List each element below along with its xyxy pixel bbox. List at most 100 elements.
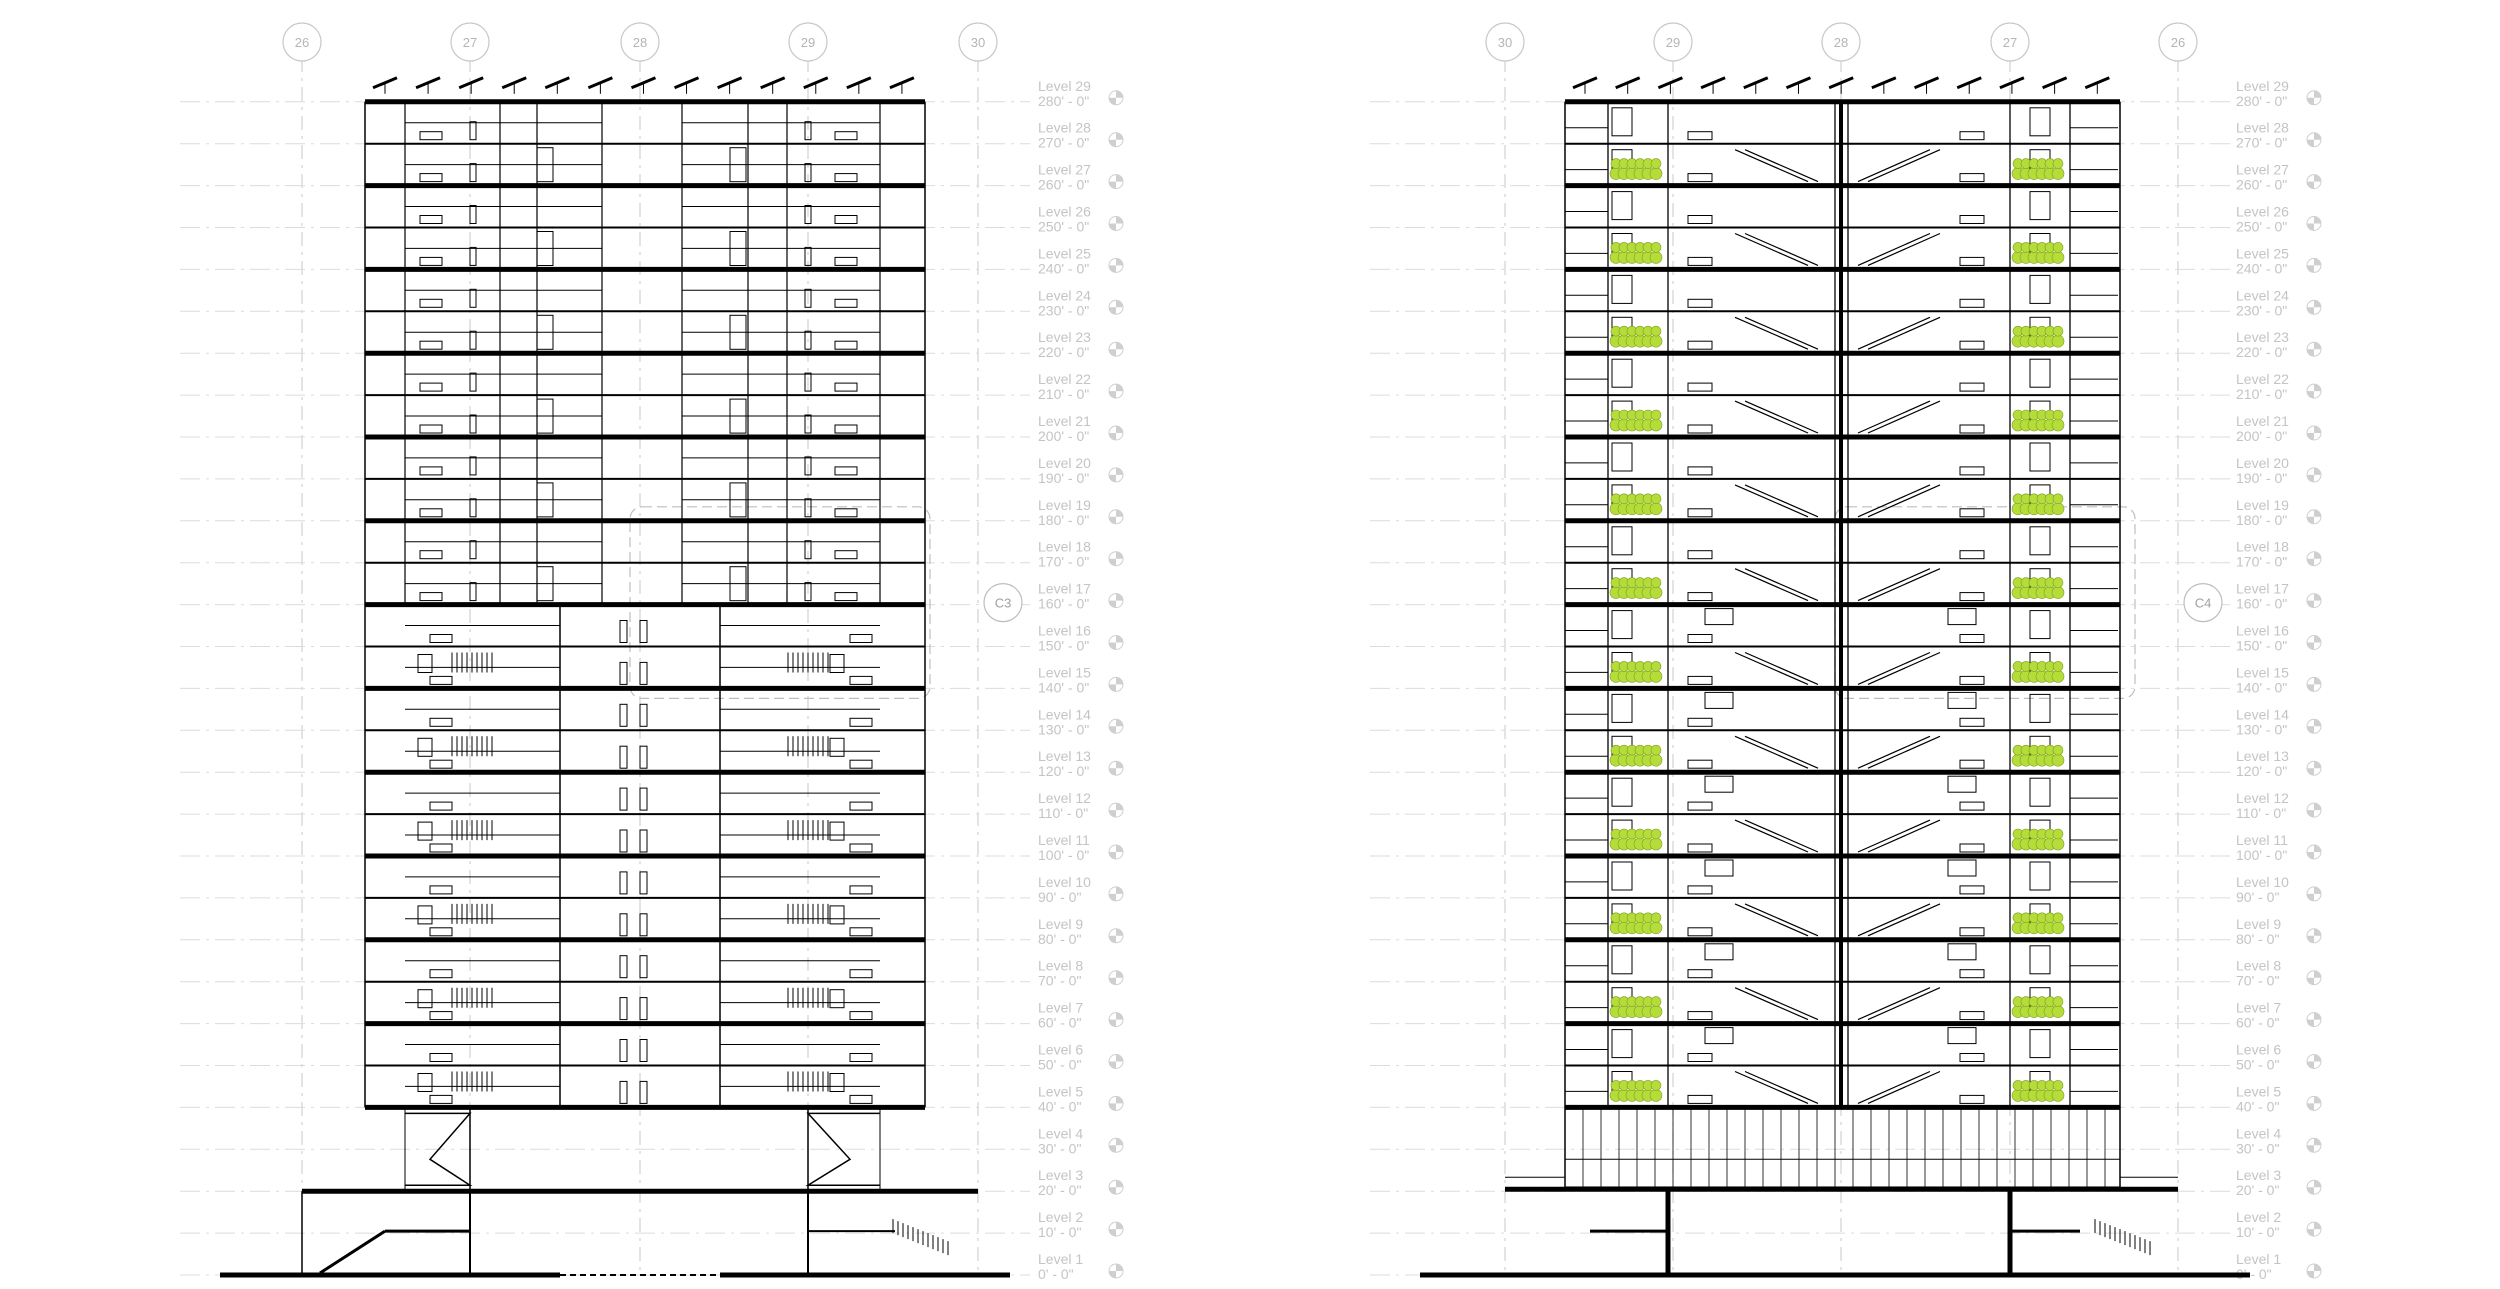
planting-icon (1609, 661, 2065, 683)
level-elevation: 70' - 0" (2236, 973, 2279, 989)
level-marker-icon (1108, 257, 1124, 273)
level-name: Level 7 (1038, 1000, 1083, 1016)
level-name: Level 26 (2236, 204, 2289, 220)
stair-flight (1857, 735, 1931, 769)
stair-flight (729, 398, 747, 434)
stair-flight (1744, 149, 1819, 183)
furniture (429, 634, 453, 643)
furniture (849, 885, 873, 895)
furniture (1687, 256, 1713, 266)
planting-icon (1609, 1080, 2065, 1102)
furniture (1687, 885, 1713, 895)
elevator-door (619, 829, 628, 853)
level-name: Level 16 (2236, 623, 2289, 639)
planting-icon (1609, 996, 2065, 1018)
window (1611, 191, 1633, 221)
level-marker-icon (1108, 1137, 1124, 1153)
furniture (1687, 759, 1713, 769)
solar-panel-icon (673, 76, 700, 94)
level-marker-icon (1108, 425, 1124, 441)
level-marker-icon (2306, 341, 2322, 357)
level-marker-icon (2306, 1263, 2322, 1279)
level-elevation: 90' - 0" (1038, 889, 1081, 905)
furniture-bed (834, 424, 858, 434)
furniture-bed (419, 298, 443, 308)
elevator-door (619, 871, 628, 895)
level-name: Level 10 (1038, 874, 1091, 890)
elevator-door (639, 620, 648, 643)
detail-callout-bubble (983, 582, 1023, 623)
furniture (849, 759, 873, 769)
window (417, 654, 433, 673)
planting-icon (1609, 325, 2065, 348)
stair-flight (1857, 568, 1931, 602)
planting-icon (1609, 828, 2065, 851)
level-name: Level 7 (2236, 1000, 2281, 1016)
level-marker-icon (2306, 928, 2322, 944)
level-marker-icon (2306, 718, 2322, 734)
solar-panel-icon (760, 76, 786, 94)
door (469, 414, 477, 434)
level-elevation: 180' - 0" (1038, 512, 1089, 528)
window (2029, 693, 2051, 723)
elevator-door (619, 955, 628, 979)
balcony-grille (1704, 859, 1734, 877)
furniture (849, 1094, 873, 1104)
structural-brace (805, 1112, 880, 1186)
stair-flight (1857, 1070, 1931, 1104)
planting-icon (1609, 158, 2065, 180)
level-elevation: 50' - 0" (1038, 1057, 1081, 1073)
furniture (1687, 298, 1713, 308)
planting-icon (1609, 242, 2065, 264)
level-name: Level 8 (2236, 958, 2281, 974)
window (829, 989, 845, 1009)
level-name: Level 25 (2236, 245, 2289, 261)
level-name: Level 29 (1038, 78, 1091, 94)
level-name: Level 29 (2236, 78, 2289, 94)
stair-flight (1744, 484, 1819, 518)
stair-flight (1857, 316, 1931, 350)
level-marker-icon (1108, 1263, 1124, 1279)
level-marker-icon (1108, 174, 1124, 190)
furniture (1959, 634, 1985, 643)
stair-flight (1867, 568, 1941, 602)
furniture-bed (419, 508, 443, 518)
stair-flight (1744, 903, 1819, 937)
furniture (1687, 508, 1713, 518)
level-elevation: 130' - 0" (2236, 721, 2287, 737)
level-elevation: 20' - 0" (2236, 1182, 2279, 1198)
level-marker-icon (2306, 1221, 2322, 1237)
stair-flight (1867, 232, 1941, 266)
stair-flight (1744, 651, 1819, 685)
furniture (1959, 717, 1985, 727)
level-name: Level 6 (2236, 1042, 2281, 1058)
door (469, 163, 477, 183)
level-marker-icon (1108, 593, 1124, 609)
stair-flight (1867, 903, 1941, 937)
furniture-bed (419, 340, 443, 350)
elevator-door (619, 745, 628, 769)
furniture (1687, 592, 1713, 602)
stair-flight (1734, 735, 1809, 769)
level-marker-icon (1108, 676, 1124, 692)
level-elevation: 150' - 0" (2236, 638, 2287, 654)
level-marker-icon (2306, 635, 2322, 650)
window (2029, 945, 2051, 975)
furniture (1959, 256, 1985, 266)
furniture (1959, 969, 1985, 979)
level-name: Level 24 (2236, 287, 2289, 303)
level-elevation: 80' - 0" (1038, 931, 1081, 947)
furniture (1959, 173, 1985, 183)
level-name: Level 15 (2236, 664, 2289, 680)
furniture (1687, 675, 1713, 685)
furniture (1959, 801, 1985, 811)
level-name: Level 16 (1038, 623, 1091, 639)
furniture-bed (419, 256, 443, 266)
level-elevation: 270' - 0" (2236, 135, 2287, 151)
level-elevation: 30' - 0" (1038, 1140, 1081, 1156)
level-marker-icon (2306, 383, 2322, 399)
stair-flight (1857, 819, 1931, 853)
level-name: Level 26 (1038, 204, 1091, 220)
level-elevation: 10' - 0" (2236, 1224, 2279, 1240)
elevator-door (639, 955, 648, 979)
